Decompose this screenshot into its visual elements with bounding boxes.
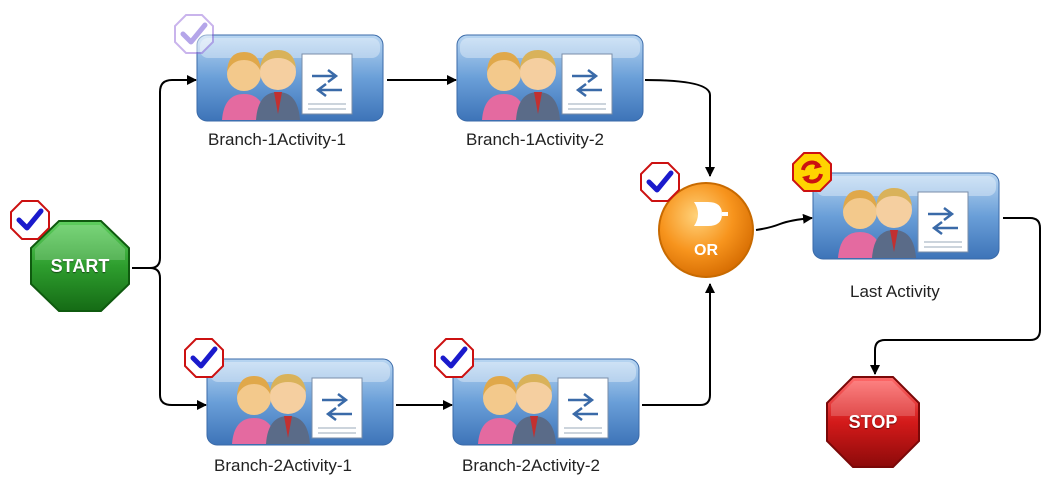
- start-node[interactable]: START: [30, 220, 130, 312]
- check-icon: [640, 162, 680, 202]
- check-icon: [184, 338, 224, 378]
- or-gate-label: OR: [694, 242, 718, 259]
- activity-card: [206, 358, 394, 448]
- check-icon: [434, 338, 474, 378]
- people-document-icon: [196, 34, 384, 122]
- people-document-icon: [812, 172, 1000, 260]
- activity-label: Branch-1Activity-2: [466, 130, 604, 149]
- connector-b2a2-to-or: [642, 283, 715, 406]
- activity-last[interactable]: Last Activity: [812, 172, 1004, 302]
- activity-label: Branch-2Activity-1: [214, 456, 352, 475]
- activity-card: [812, 172, 1000, 262]
- connector-start-to-b2a1: [149, 267, 207, 410]
- activity-card: [456, 34, 644, 124]
- stop-label: STOP: [848, 411, 898, 432]
- refresh-icon: [792, 152, 832, 192]
- activity-b2a1[interactable]: Branch-2Activity-1: [206, 358, 398, 478]
- or-gate-node[interactable]: OR: [656, 180, 756, 280]
- activity-label: Last Activity: [850, 282, 940, 301]
- connector-or-to-last: [755, 213, 813, 231]
- connector-last-to-stop: [870, 217, 1041, 375]
- activity-b1a1[interactable]: Branch-1Activity-1: [196, 34, 388, 154]
- activity-card: [196, 34, 384, 124]
- connector-b1a2-to-or: [644, 79, 715, 177]
- stop-node[interactable]: STOP: [826, 376, 920, 468]
- or-gate-shape: [658, 182, 754, 278]
- connector-start-to-b1a1: [132, 75, 197, 269]
- stop-octagon-shape: [826, 376, 920, 468]
- start-check-icon: [10, 200, 50, 240]
- activity-b1a2[interactable]: Branch-1Activity-2: [456, 34, 648, 154]
- start-octagon-shape: [30, 220, 130, 312]
- activity-label: Branch-1Activity-1: [208, 130, 346, 149]
- activity-card: [452, 358, 640, 448]
- start-label: START: [50, 255, 110, 276]
- people-document-icon: [456, 34, 644, 122]
- people-document-icon: [206, 358, 394, 446]
- people-document-icon: [452, 358, 640, 446]
- check-icon-faded: [174, 14, 214, 54]
- activity-label: Branch-2Activity-2: [462, 456, 600, 475]
- activity-b2a2[interactable]: Branch-2Activity-2: [452, 358, 644, 478]
